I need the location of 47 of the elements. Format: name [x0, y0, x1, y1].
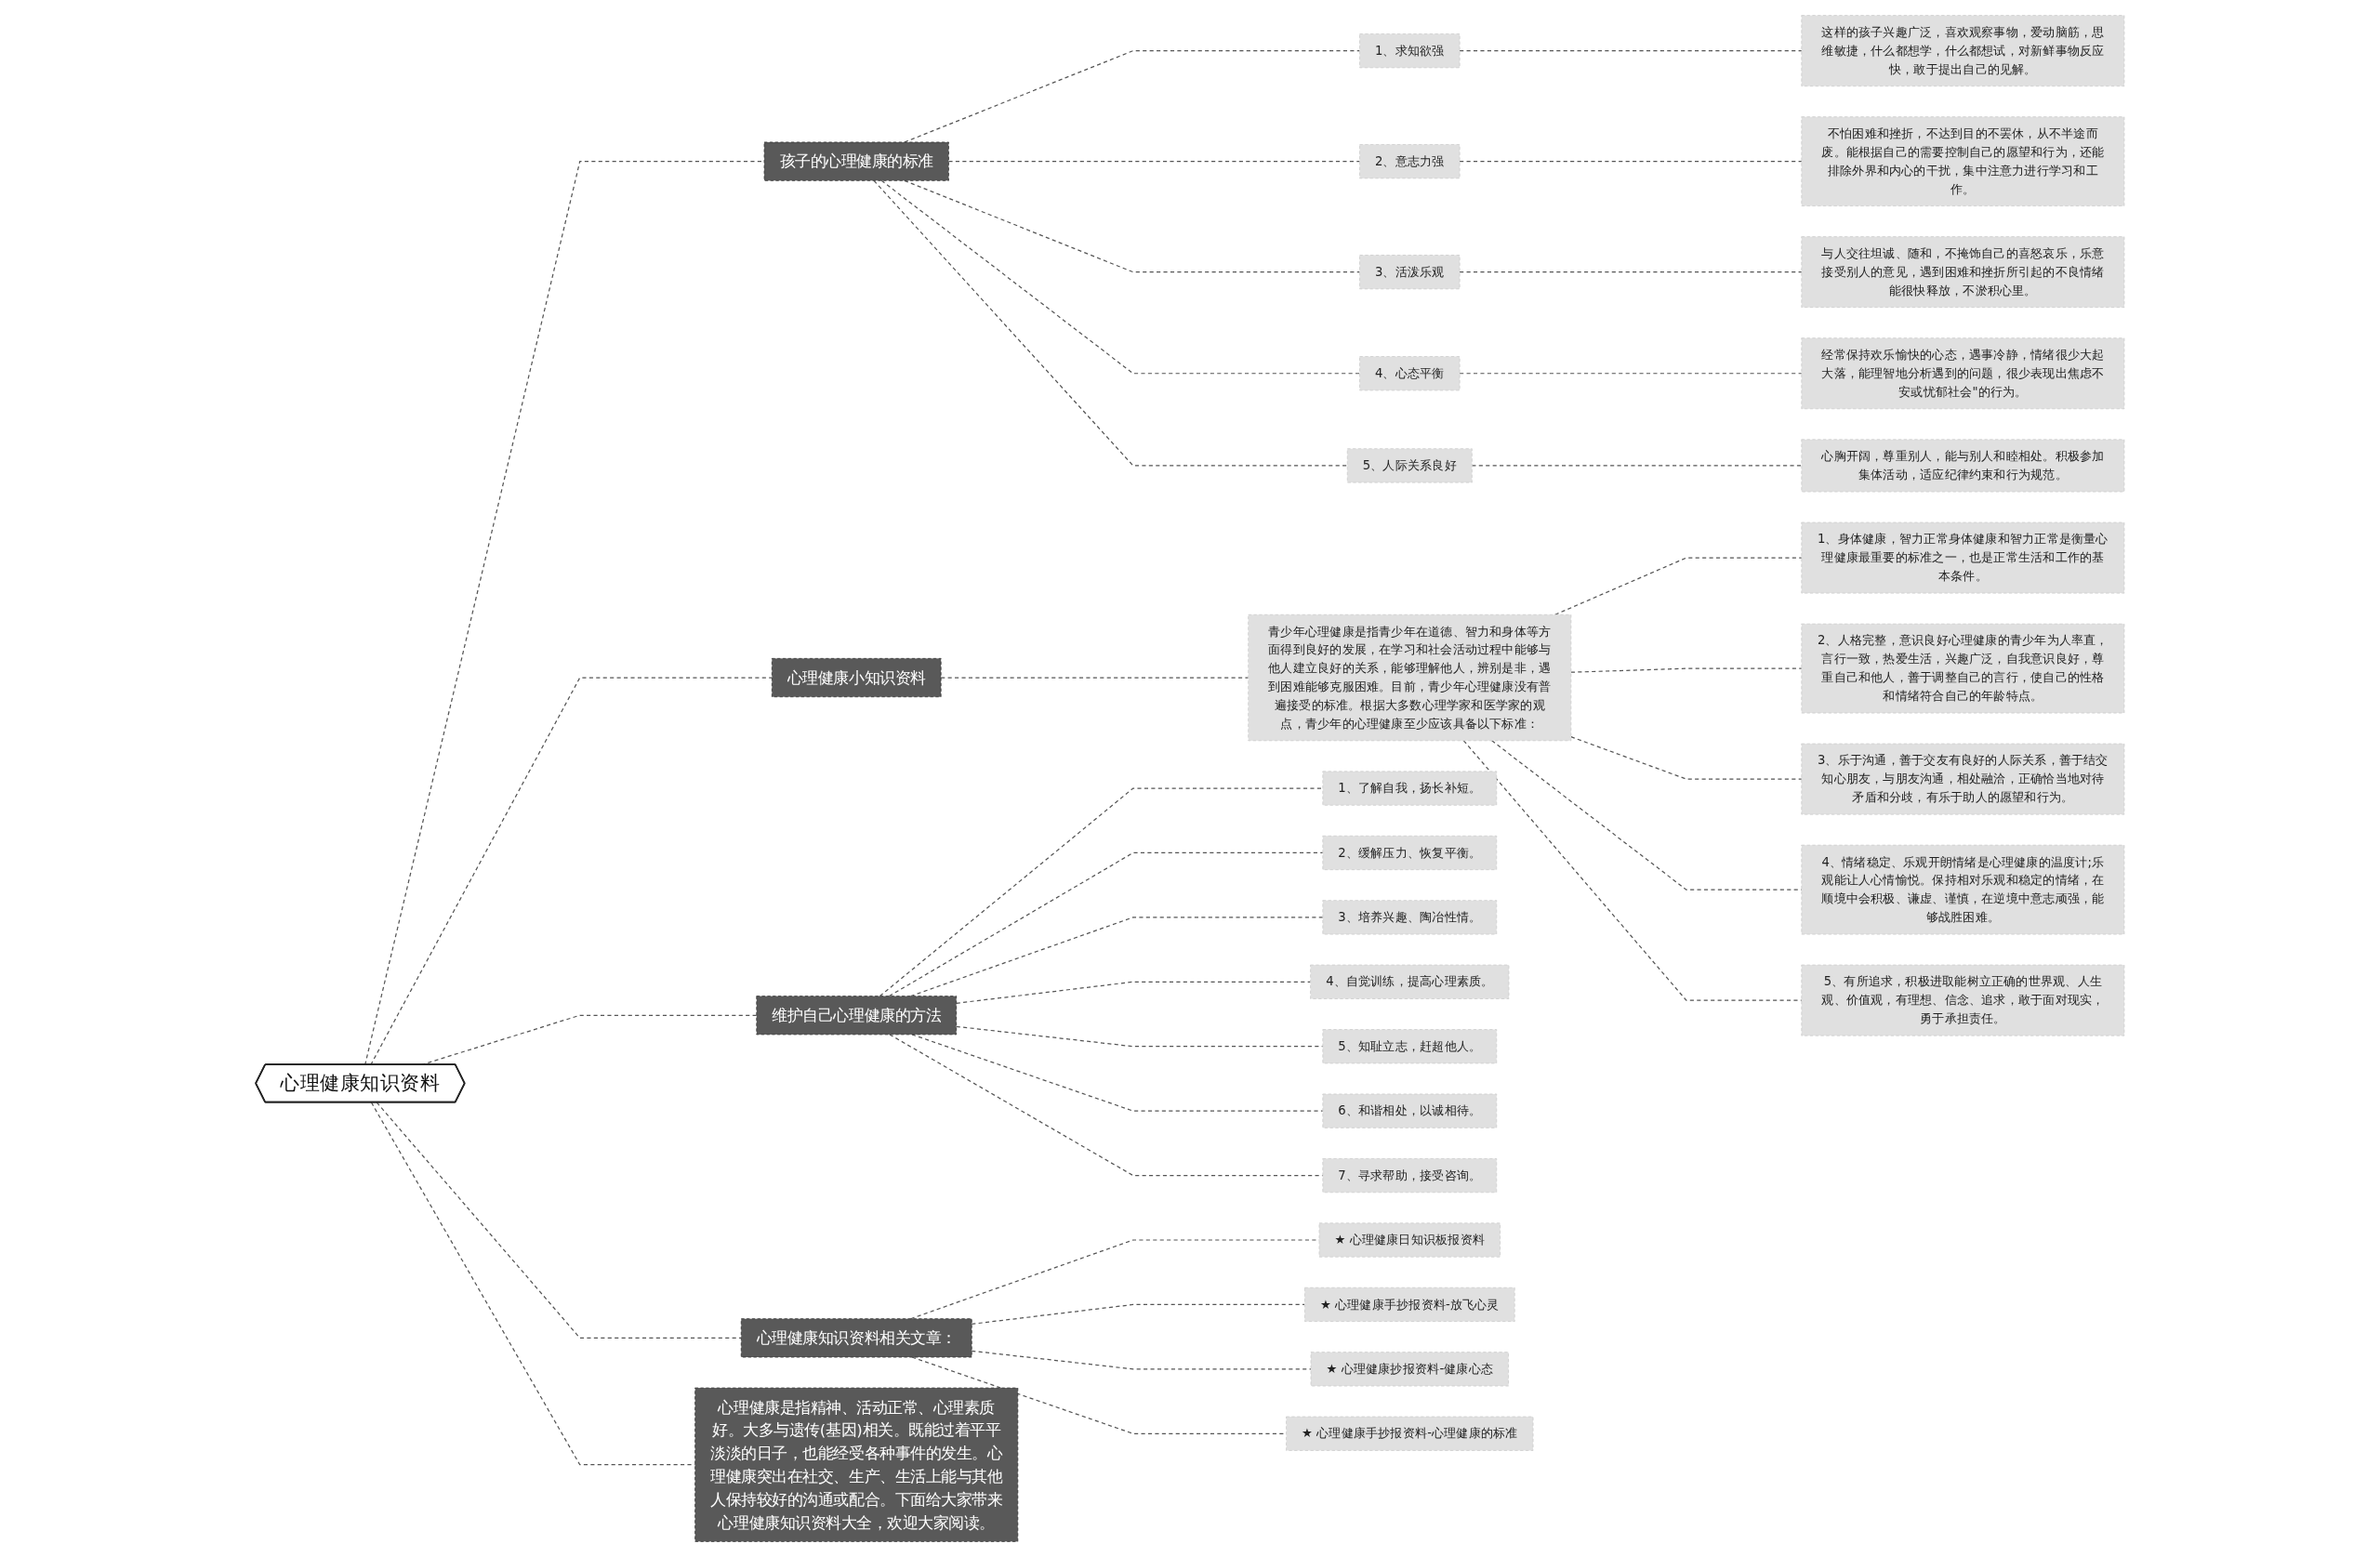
connector	[888, 851, 1324, 997]
connector	[376, 1102, 742, 1339]
node-box: ★ 心理健康手抄报资料-放飞心灵	[1304, 1287, 1515, 1323]
node-box: 孩子的心理健康的标准	[763, 141, 949, 181]
connector	[889, 1034, 1324, 1177]
node-box: ★ 心理健康抄报资料-健康心态	[1310, 1352, 1509, 1387]
node-box: 维护自己心理健康的方法	[756, 996, 958, 1036]
connector	[879, 787, 1324, 997]
node-box: 7、寻求帮助，接受咨询。	[1322, 1157, 1498, 1194]
node-box: 心理健康是指精神、活动正常、心理素质好。大多与遗传(基因)相关。既能过着平平淡淡的日子，也能经受各种事件的发生。心理健康突出在社交、生产、生活上能与其他人保持较好的沟通或配合。下面给大家带来心理健康知识资料大全，欢迎大家阅读。	[694, 1387, 1019, 1542]
node-box: 心胸开阔，尊重别人，能与别人和睦相处。积极参加集体活动，适应纪律约束和行为规范。	[1801, 439, 2125, 493]
node-box: ★ 心理健康日知识板报资料	[1318, 1222, 1501, 1258]
connector	[940, 677, 1250, 679]
node-box: 5、有所追求，积极进取能树立正确的世界观、人生观、价值观，有理想、信念、追求，敢于面对现实，勇于承担责任。	[1801, 964, 2125, 1036]
node-box: 3、乐于沟通，善于交友有良好的人际关系，善于结交知心朋友，与朋友沟通，相处融洽，正确恰当地对待矛盾和分歧，有乐于助人的愿望和行为。	[1801, 743, 2125, 815]
node-box: 1、了解自我，扬长补短。	[1322, 771, 1498, 806]
node-box: 3、培养兴趣、陶冶性情。	[1322, 900, 1498, 935]
node-box: 3、活泼乐观	[1359, 255, 1461, 290]
node-box: 5、知耻立志，赶超他人。	[1322, 1029, 1498, 1064]
node-box: 4、情绪稳定、乐观开朗情绪是心理健康的温度计;乐观能让人心情愉悦。保持相对乐观和稳定的情绪，在顺境中会积极、谦虚、谨慎，在逆境中意志顽强，能够战胜困难。	[1801, 844, 2125, 935]
node-box: 2、意志力强	[1359, 144, 1461, 179]
node-box: 心理健康知识资料相关文章：	[740, 1318, 972, 1358]
connector	[1570, 667, 1803, 673]
node-box: 心理健康小知识资料	[771, 657, 942, 698]
node-box: ★ 心理健康手抄报资料-心理健康的标准	[1286, 1416, 1534, 1451]
node-box: 青少年心理健康是指青少年在道德、智力和身体等方面得到良好的发展，在学习和社会活动过程中能够与他人建立良好的关系，能够理解他人，辨别是非，遇到困难能够克服困难。目前，青少年心理健康没有普遍接受的标准。根据大多数心理学家和医学家的观点，青少年的心理健康至少应该具备以下标准：	[1248, 614, 1572, 742]
node-box: 1、身体健康，智力正常身体健康和智力正常是衡量心理健康最重要的标准之一，也是正常生活和工作的基本条件。	[1801, 521, 2125, 594]
node-box: 经常保持欢乐愉快的心态，遇事冷静，情绪很少大起大落，能理智地分析遇到的问题，很少表现出焦虑不安或忧郁社会"的行为。	[1801, 337, 2125, 410]
node-box: 不怕困难和挫折，不达到目的不罢休，从不半途而废。能根据自己的需要控制自己的愿望和行为，还能排除外界和内心的干扰，集中注意力进行学习和工作。	[1801, 116, 2125, 206]
node-box: 2、人格完整，意识良好心理健康的青少年为人率直，言行一致，热爱生活，兴趣广泛，自我意识良好，尊重自己和他人，善于调整自己的言行，使自己的性格和情绪符合自己的年龄特点。	[1801, 623, 2125, 714]
node-box: 1、求知欲强	[1359, 33, 1461, 69]
node-box: 5、人际关系良好	[1346, 448, 1473, 483]
connector	[370, 677, 773, 1066]
node-box: 2、缓解压力、恢复平衡。	[1322, 835, 1498, 871]
node-box: 这样的孩子兴趣广泛，喜欢观察事物，爱动脑筋，思维敏捷，什么都想学，什么都想试，对新鲜事物反应快，敢于提出自己的见解。	[1801, 15, 2125, 87]
connector	[1570, 736, 1803, 780]
connector	[947, 161, 1361, 163]
connector	[1471, 465, 1803, 467]
connector	[873, 179, 1348, 467]
connector	[971, 1350, 1312, 1370]
node-box: 4、心态平衡	[1359, 356, 1461, 391]
node-box: 6、和谐相处，以诚相待。	[1322, 1093, 1498, 1128]
connector	[956, 981, 1312, 1004]
node-box: 与人交往坦诚、随和，不掩饰自己的喜怒哀乐，乐意接受别人的意见，遇到困难和挫折所引起的不良情绪能很快释放，不淤积心里。	[1801, 236, 2125, 309]
connector	[880, 179, 1361, 375]
connector	[904, 179, 1361, 273]
node-box: 4、自觉训练，提高心理素质。	[1310, 964, 1510, 999]
